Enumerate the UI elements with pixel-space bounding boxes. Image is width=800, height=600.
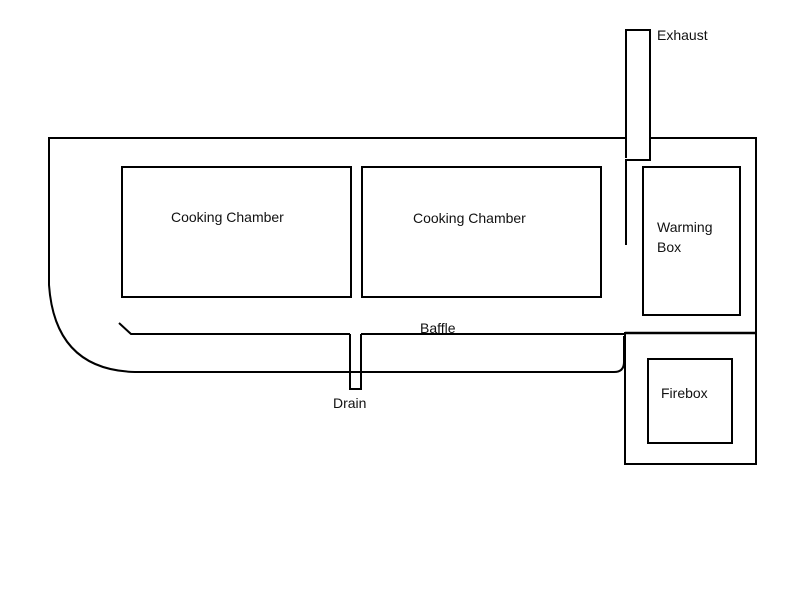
- firebox-label: Firebox: [661, 385, 708, 401]
- warming-box: [642, 166, 741, 316]
- cooking-chamber-2-label: Cooking Chamber: [413, 210, 526, 226]
- exhaust-stack: [625, 29, 651, 245]
- exhaust-label: Exhaust: [657, 27, 708, 43]
- firebox-box: [647, 358, 733, 444]
- main-body-outline: [48, 137, 626, 373]
- cooking-chamber-2-box: [361, 166, 602, 298]
- firebox-housing: [624, 332, 757, 465]
- warming-box-label-line1: Warming: [657, 219, 713, 235]
- drain-pipe: [349, 334, 362, 390]
- cooking-chamber-1-box: [121, 166, 352, 298]
- warming-box-label-line2: Box: [657, 239, 682, 255]
- drain-label: Drain: [333, 395, 367, 411]
- baffle-label: Baffle: [420, 320, 456, 336]
- baffle-line: [118, 322, 350, 335]
- cooking-chamber-1-label: Cooking Chamber: [171, 209, 284, 225]
